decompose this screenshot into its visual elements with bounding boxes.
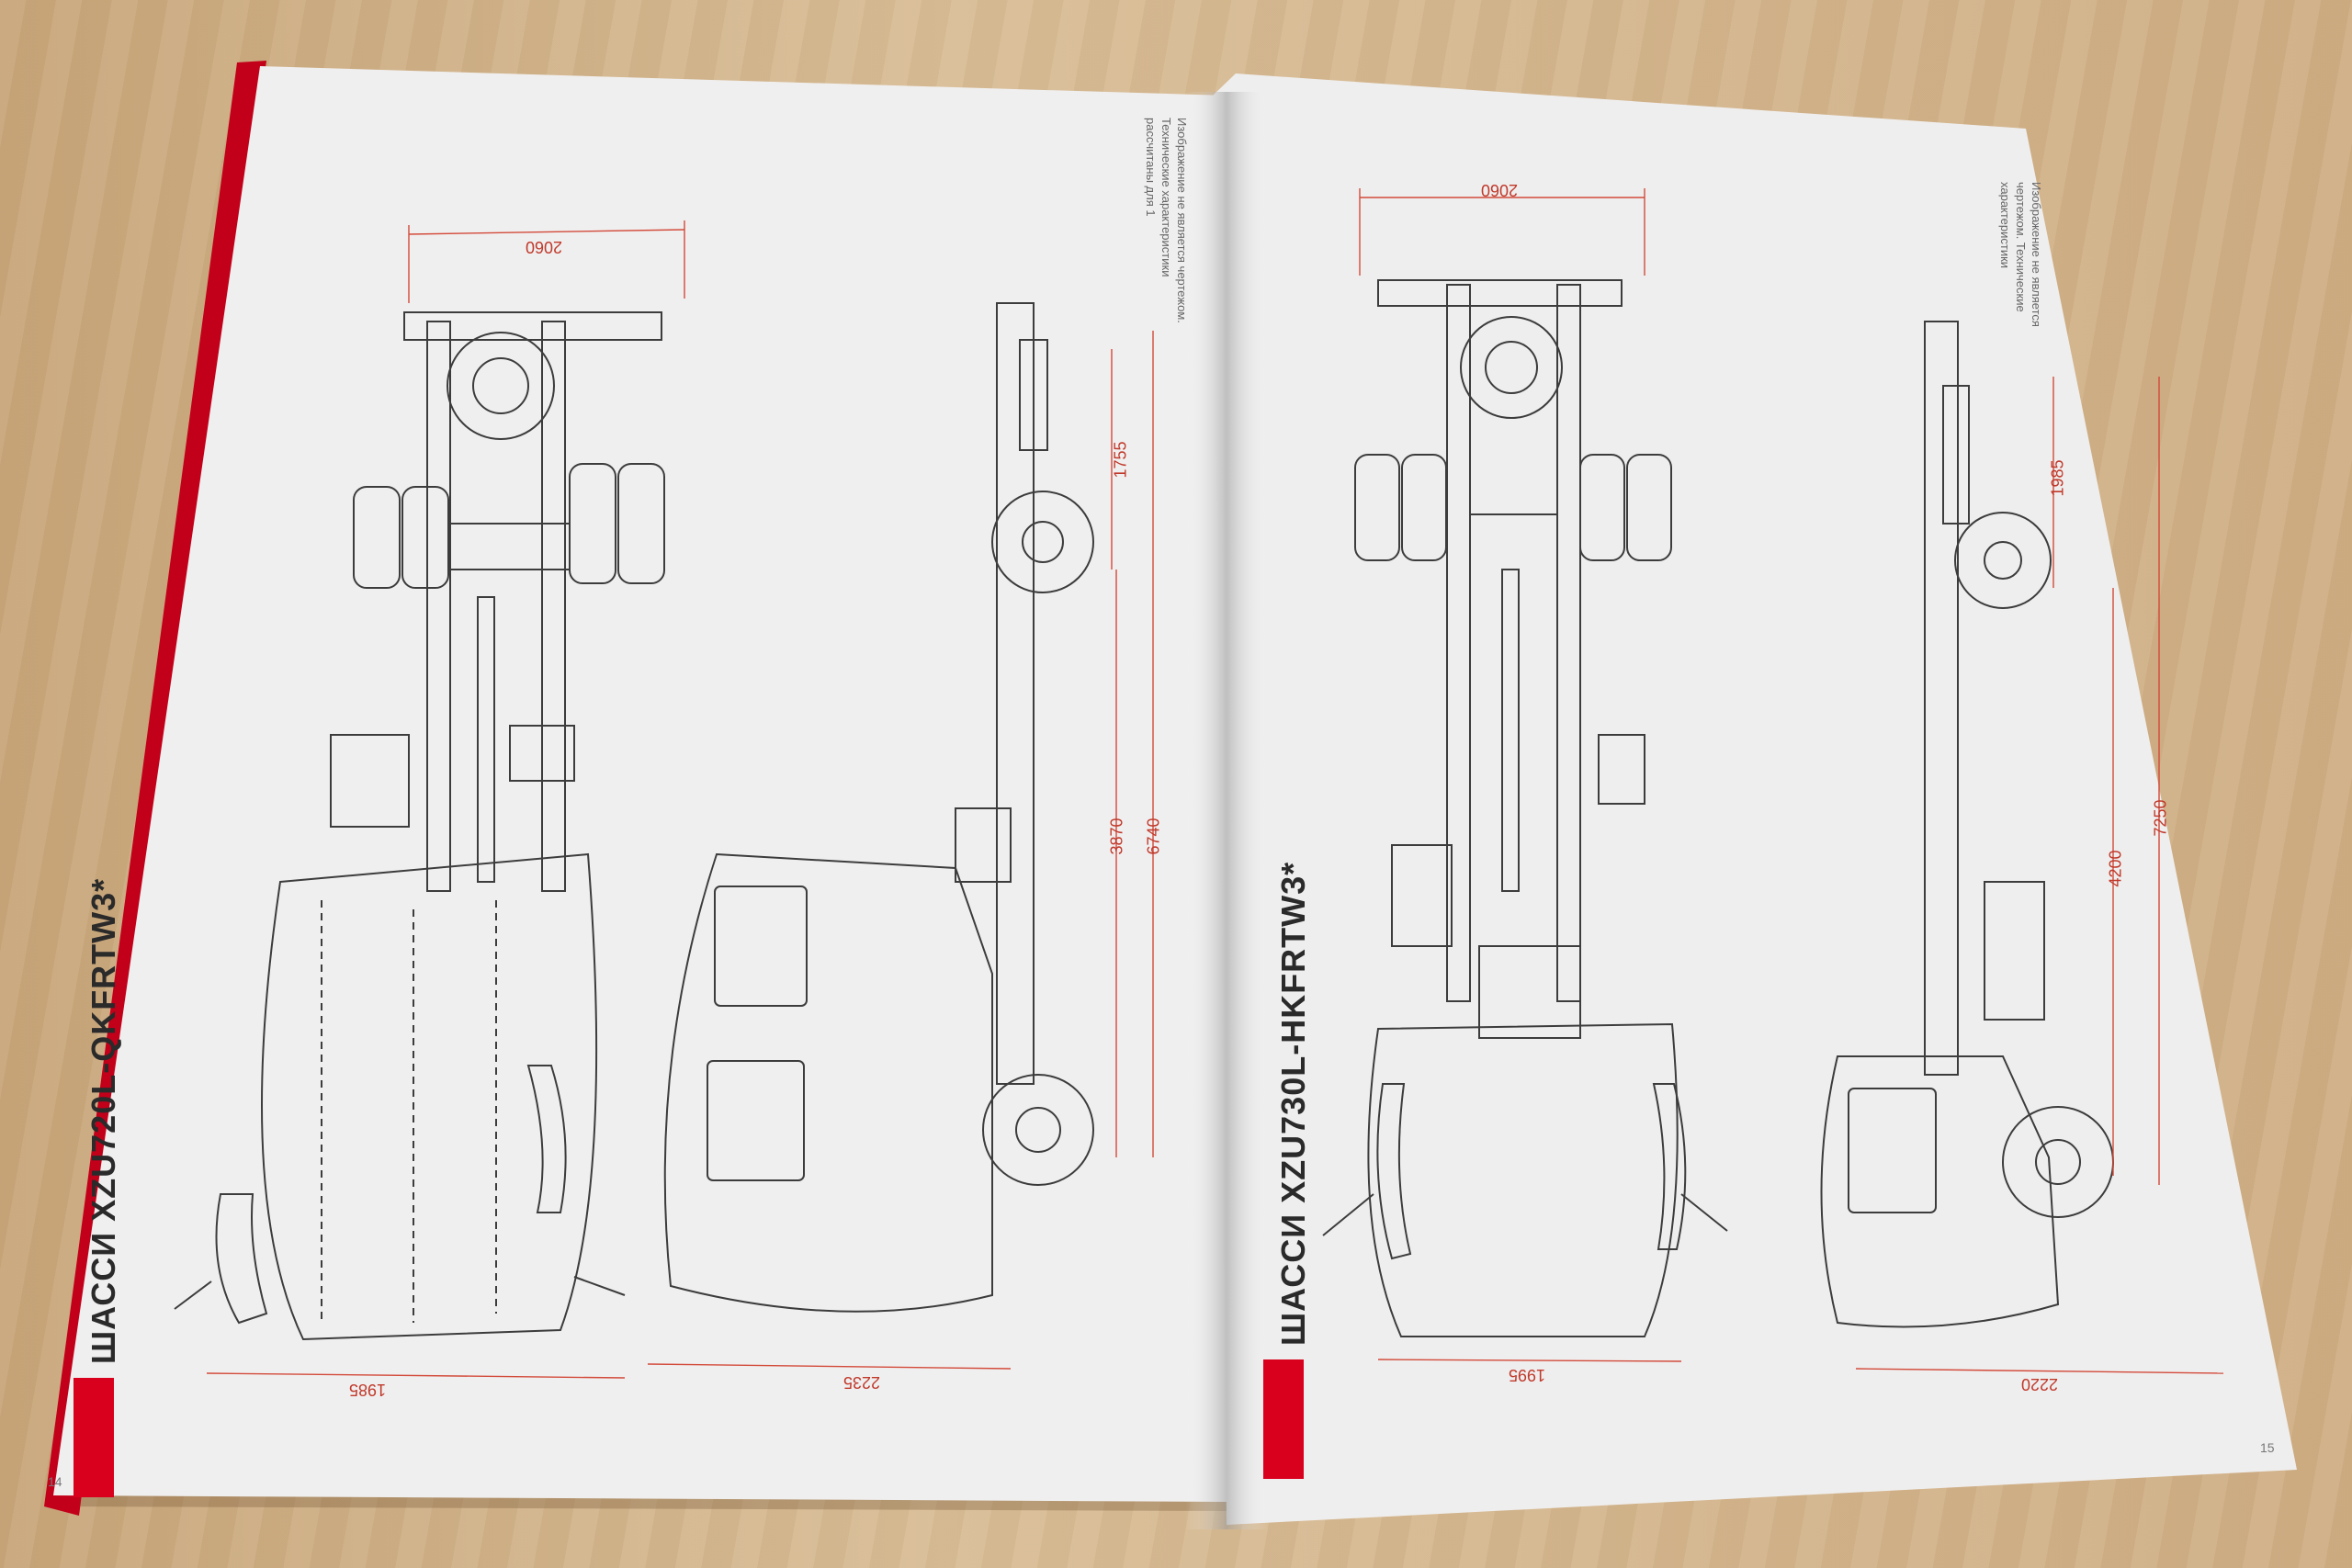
right-top-view-drawing — [1322, 279, 1728, 1337]
left-page-paper — [53, 66, 1227, 1502]
left-side-view-drawing — [663, 302, 1094, 1313]
left-dim-total-length: 6740 — [1144, 818, 1163, 855]
right-dim-cab-width: 2220 — [2021, 1375, 2059, 1393]
left-dim-bottom-width: 1985 — [349, 1381, 387, 1399]
right-disclaimer-note: Изображение не является чертежом. Технич… — [1998, 182, 2043, 327]
left-red-title-bar — [74, 1378, 114, 1497]
right-dim-rear-overhang: 1985 — [2048, 459, 2067, 497]
left-page-number: 14 — [48, 1474, 62, 1489]
right-red-title-bar — [1263, 1359, 1304, 1479]
right-dim-total-length: 7250 — [2151, 799, 2170, 837]
right-page-title: ШАССИ XZU730L-HKFRTW3* — [1274, 861, 1312, 1346]
right-dim-bottom-width: 1995 — [1509, 1366, 1546, 1384]
left-dim-top-width: 2060 — [526, 238, 563, 256]
right-page-number: 15 — [2260, 1440, 2275, 1455]
right-side-view-drawing — [1820, 321, 2114, 1328]
left-dim-wheelbase: 3870 — [1107, 818, 1126, 855]
right-dim-top-width: 2060 — [1481, 181, 1519, 199]
left-disclaimer-note: Изображение не является чертежом. Технич… — [1144, 118, 1189, 323]
right-dim-wheelbase: 4200 — [2106, 850, 2125, 887]
right-page-paper — [1213, 73, 2297, 1525]
spine-shadow — [1185, 92, 1268, 1529]
right-dimension-lines — [1359, 188, 2224, 1374]
left-dim-cab-width: 2235 — [843, 1373, 881, 1392]
left-page-title: ШАССИ XZU720L-QKFRTW3* — [85, 877, 122, 1364]
left-top-view-drawing — [174, 311, 665, 1341]
left-dim-rear-overhang: 1755 — [1111, 441, 1130, 479]
left-dimension-lines — [206, 220, 1154, 1379]
